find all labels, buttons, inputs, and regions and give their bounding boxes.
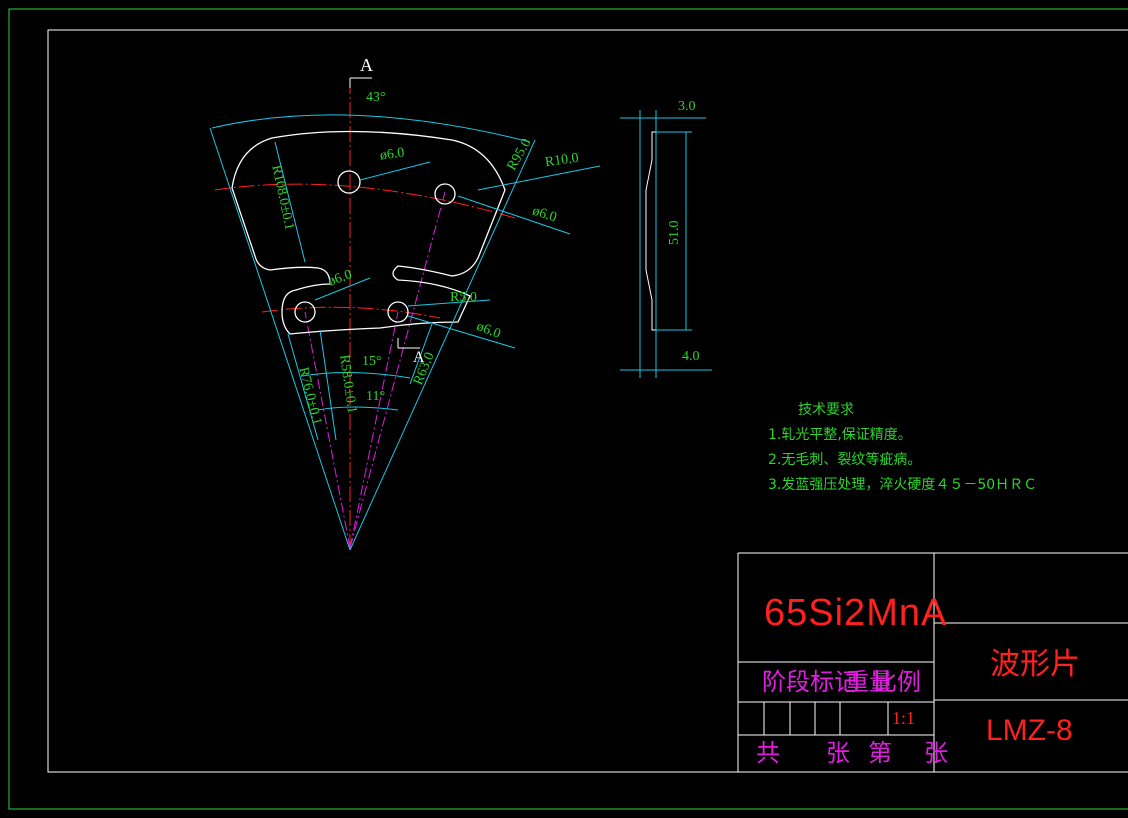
- scale-value: 1:1: [892, 708, 916, 728]
- sheet-total-label: 共: [756, 739, 780, 767]
- sheet-border-outer: [8, 8, 1128, 810]
- dim-angle-15: 15°: [362, 354, 382, 369]
- dim-thickness-bottom: 4.0: [682, 349, 700, 364]
- material-label: 65Si2MnA: [764, 592, 948, 634]
- tech-requirements-title: 技术要求: [798, 402, 854, 418]
- sheet-frame-inner: [47, 29, 1128, 773]
- section-label-top: A: [360, 55, 373, 75]
- construction-lines: [304, 191, 446, 549]
- dim-angle-11: 11°: [366, 389, 386, 404]
- section-label-bottom: A: [413, 349, 425, 366]
- sheet-unit-label: 张: [924, 739, 948, 767]
- drawing-code-label: LMZ-8: [986, 714, 1073, 747]
- section-marker-bottom: [397, 338, 420, 349]
- dim-height-side: 51.0: [667, 220, 682, 246]
- tech-requirement-item: 1.轧光平整,保证精度。: [768, 427, 912, 443]
- sheet-unit-label: 张: [826, 739, 850, 767]
- part-name-label: 波形片: [990, 647, 1080, 682]
- tech-requirement-item: 3.发蓝强压处理，淬火硬度４５－50ＨＲＣ: [768, 477, 1038, 493]
- dim-thickness-top: 3.0: [678, 99, 696, 114]
- side-view: [620, 110, 712, 378]
- stage-mark-label: 阶段标记: [762, 668, 858, 696]
- leader-lines: [209, 114, 601, 551]
- dim-radius-slot: R5.0: [450, 290, 477, 305]
- weight-label: 重量: [845, 668, 893, 696]
- sheet-number-label: 第: [868, 739, 892, 767]
- part-outline: [231, 130, 506, 335]
- tech-requirement-item: 2.无毛刺、裂纹等疵病。: [768, 452, 922, 468]
- centerlines: [214, 78, 516, 550]
- dim-angle-outer: 43°: [366, 90, 386, 105]
- scale-label: 比例: [873, 668, 921, 696]
- title-block: [737, 552, 1128, 772]
- section-marker-top: [349, 77, 372, 88]
